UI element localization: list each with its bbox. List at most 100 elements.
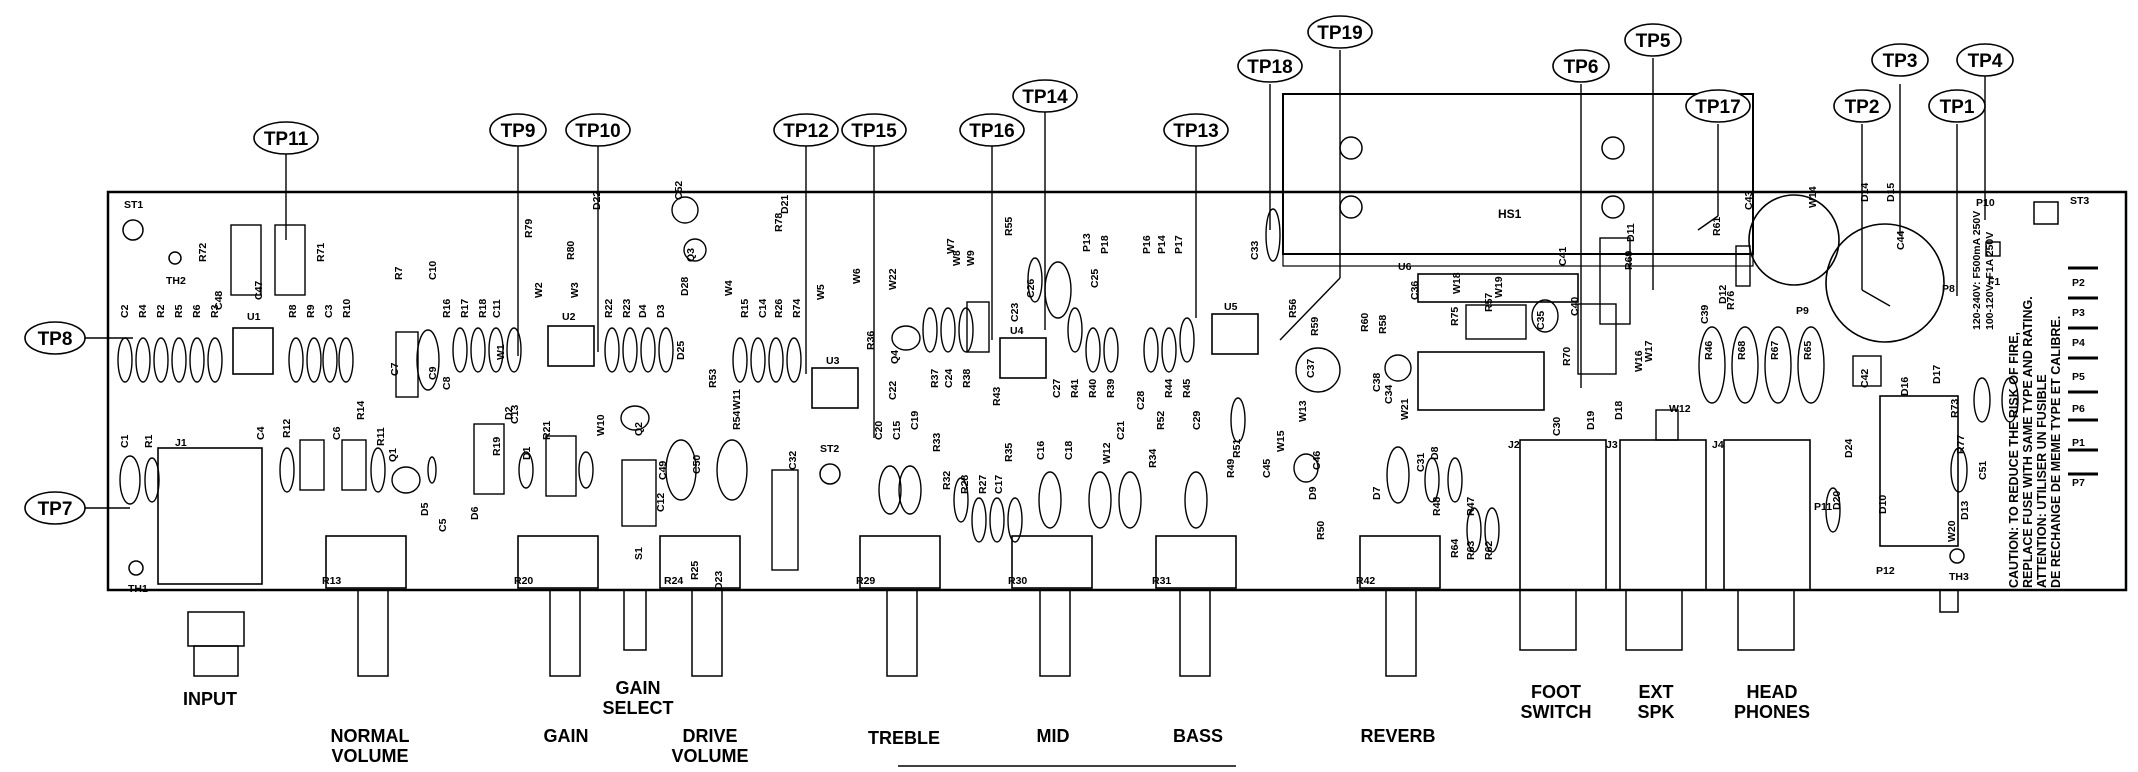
r24-label: R24 <box>664 575 683 587</box>
component-ref-label: W19 <box>1493 276 1505 298</box>
component-ref-label: R53 <box>707 369 719 388</box>
component-ref-label: R65 <box>1802 341 1814 360</box>
caution-line-4: DE RECHANGE DE MEME TYPE ET CALIBRE. <box>2049 316 2063 588</box>
component-ref-label: R25 <box>689 561 701 580</box>
component-ref-label: W18 <box>1451 272 1463 294</box>
component-ref-label: C30 <box>1551 417 1563 436</box>
normal-volume-label-line2: VOLUME <box>331 746 408 766</box>
bass-label: BASS <box>1173 726 1223 746</box>
tp14-label: TP14 <box>1022 87 1068 108</box>
component-ref-label: R8 <box>287 304 299 318</box>
control-shafts <box>187 589 1959 677</box>
u3-label: U3 <box>826 355 840 367</box>
component-ref-label: D16 <box>1899 377 1911 396</box>
fuse-rating: 120-240V: F500mA 250V 100-120V: F1A 250V <box>1971 211 1996 330</box>
component-ref-label: W10 <box>595 414 607 436</box>
component-ref-label: C22 <box>887 381 899 400</box>
heatsink: HS1 <box>1282 93 1754 267</box>
component-ref-label: R2 <box>155 304 167 318</box>
p9-label: P9 <box>1796 305 1809 317</box>
component-ref-label: C11 <box>491 299 503 318</box>
component-ref-label: R59 <box>1309 317 1321 336</box>
component-ref-label: R21 <box>541 421 553 440</box>
foot-switch-label-line1: FOOT <box>1531 682 1581 702</box>
component-ref-label: R17 <box>459 299 471 318</box>
component-ref-label: C46 <box>1311 451 1323 470</box>
caution-line-1: CAUTION: TO REDUCE THE RISK OF FIRE, <box>2007 332 2021 588</box>
tp7-label: TP7 <box>38 499 73 520</box>
component-ref-label: W8 <box>951 250 963 266</box>
component-ref-label: C32 <box>787 451 799 470</box>
component-ref-label: D10 <box>1877 495 1889 514</box>
component-ref-label: R16 <box>441 299 453 318</box>
tp6-marker <box>1552 49 1610 83</box>
tp18-label: TP18 <box>1247 57 1292 78</box>
p2-label: P2 <box>2072 277 2085 289</box>
component-ref-label: C27 <box>1051 379 1063 398</box>
tp10-label: TP10 <box>575 121 620 142</box>
component-ref-label: R14 <box>355 401 367 420</box>
component-ref-label: R60 <box>1359 313 1371 332</box>
component-ref-label: W16 <box>1633 350 1645 372</box>
component-ref-label: W20 <box>1946 520 1958 542</box>
component-ref-label: D7 <box>1371 486 1383 500</box>
component-ref-label: C1 <box>119 434 131 448</box>
component-ref-label: R33 <box>931 433 943 452</box>
component-ref-label: R63 <box>1465 541 1477 560</box>
component-ref-label: D15 <box>1885 183 1897 202</box>
component-ref-label: R37 <box>929 369 941 388</box>
component-ref-label: R52 <box>1155 411 1167 430</box>
component-ref-label: R49 <box>1225 459 1237 478</box>
st1-label: ST1 <box>124 199 143 211</box>
p6-label: P6 <box>2072 403 2085 415</box>
connector-labels: P2 P3 P4 P5 P6 P1 P7 P8 P9 P10 P11 P12 <box>1796 197 2085 577</box>
component-ref-label: P18 <box>1099 235 1111 254</box>
tp16-label: TP16 <box>969 121 1014 142</box>
component-ref-label: W13 <box>1297 400 1309 422</box>
mid-label: MID <box>1037 726 1070 746</box>
component-ref-label: C43 <box>1743 191 1755 210</box>
component-ref-label: D12 <box>1717 285 1729 304</box>
tp5-marker <box>1624 23 1682 57</box>
component-ref-label: P16 <box>1141 235 1153 254</box>
potentiometers: R13 R20 R24 R29 R30 R31 R42 <box>322 535 1441 589</box>
component-ref-label: D2 <box>503 406 515 420</box>
tp19-marker <box>1307 15 1373 49</box>
component-ref-label: D8 <box>1429 446 1441 460</box>
component-ref-label: C51 <box>1977 461 1989 480</box>
component-ref-label: R12 <box>281 419 293 438</box>
component-ref-label: R54 <box>731 411 743 430</box>
tp3-marker <box>1871 43 1929 77</box>
component-ref-label: W3 <box>569 282 581 298</box>
component-ref-label: R43 <box>991 387 1003 406</box>
p3-label: P3 <box>2072 307 2085 319</box>
tp10-marker <box>565 113 631 147</box>
component-ref-label: C3 <box>323 304 335 318</box>
tp7-marker <box>24 491 86 525</box>
component-ref-label: R1 <box>143 434 155 448</box>
component-ref-label: W14 <box>1807 186 1819 208</box>
r42-label: R42 <box>1356 575 1375 587</box>
component-ref-label: C28 <box>1135 391 1147 410</box>
component-ref-label: R44 <box>1163 379 1175 398</box>
component-ref-label: R58 <box>1377 315 1389 334</box>
tp13-label: TP13 <box>1173 121 1218 142</box>
tp2-marker <box>1833 89 1891 123</box>
component-ref-label: C12 <box>655 493 667 512</box>
tp2-label: TP2 <box>1845 97 1880 118</box>
u2-label: U2 <box>562 311 576 323</box>
component-ref-label: R64 <box>1449 539 1461 558</box>
component-ref-label: W4 <box>723 280 735 296</box>
component-ref-label: C25 <box>1089 269 1101 288</box>
tp15-label: TP15 <box>851 121 897 142</box>
head-phones-label-line1: HEAD <box>1746 682 1797 702</box>
j2-label: J2 <box>1508 439 1520 451</box>
component-ref-label: C31 <box>1415 453 1427 472</box>
tp8-marker <box>24 321 86 355</box>
normal-volume-label-line1: NORMAL <box>331 726 410 746</box>
component-ref-label: R26 <box>773 299 785 318</box>
drive-volume-label-line1: DRIVE <box>682 726 737 746</box>
tp5-label: TP5 <box>1636 31 1671 52</box>
j3-label: J3 <box>1606 439 1618 451</box>
